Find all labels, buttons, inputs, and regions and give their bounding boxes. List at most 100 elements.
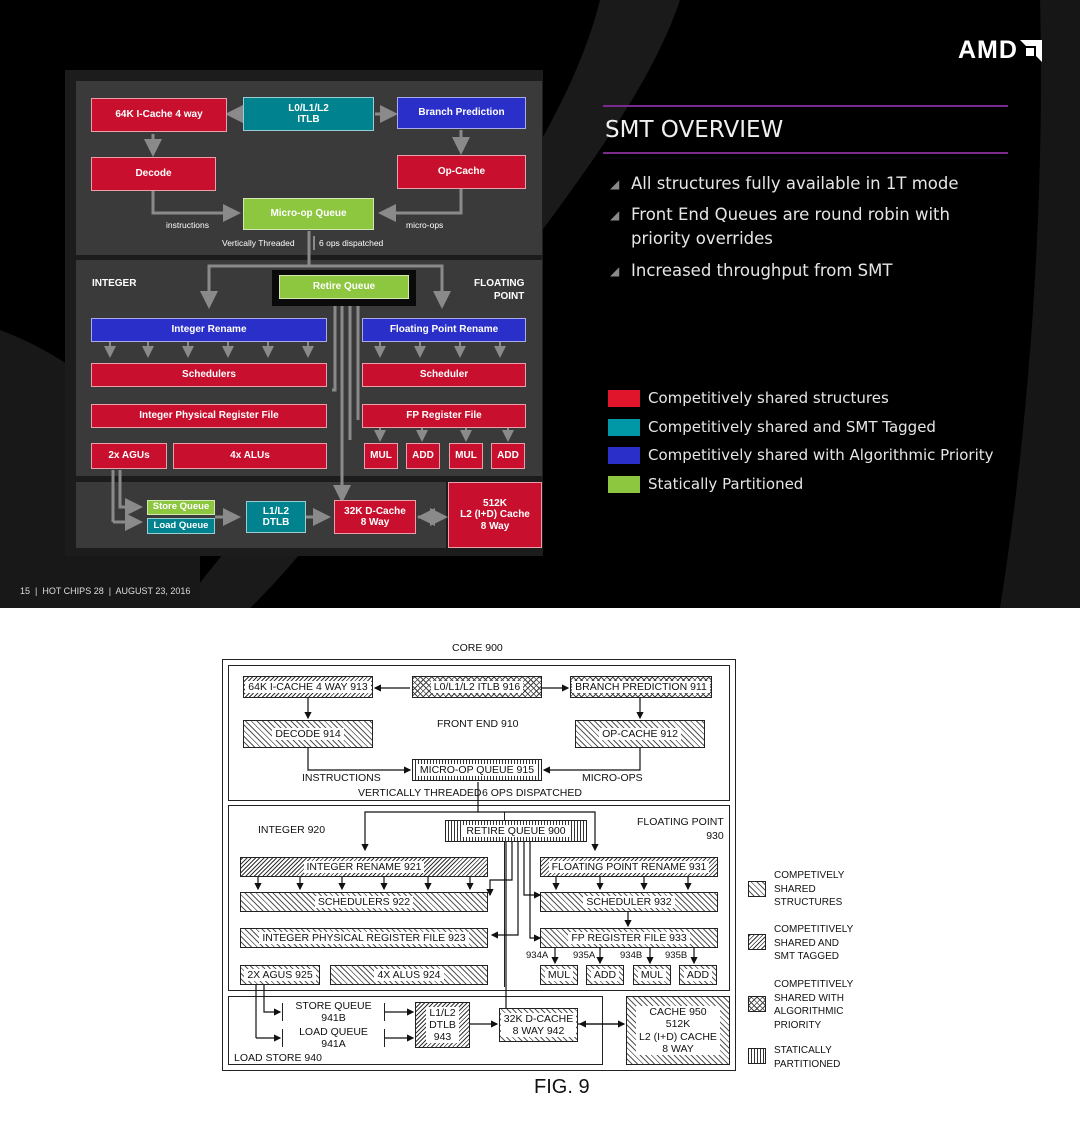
patent-exec-divider: [504, 812, 505, 987]
patent-legend-swatch-hatch: [748, 881, 766, 897]
slide-microops-label: micro-ops: [406, 220, 444, 230]
legend-swatch-teal: [608, 418, 640, 436]
patent-dtlb-block: L1/L2 DTLB 943: [415, 1002, 470, 1048]
patent-exec-frame: [228, 805, 730, 991]
slide-agus-block: 2x AGUs: [91, 443, 167, 469]
legend-swatch-red: [608, 389, 640, 407]
slide-ops-dispatched-label: 6 ops dispatched: [319, 238, 384, 248]
patent-retire-block: RETIRE QUEUE 900: [445, 820, 587, 842]
patent-add2-block: ADD: [679, 965, 717, 985]
legend-swatch-green: [608, 475, 640, 493]
slide-connectors: [104, 105, 514, 531]
slide-footer: 15 | HOT CHIPS 28 | AUGUST 23, 2016: [20, 586, 191, 596]
bullet-item: ◢All structures fully available in 1T mo…: [610, 172, 1010, 196]
amd-logo-text: AMD: [958, 36, 1018, 64]
patent-legend-text: COMPETITIVELY SHARED WITH ALGORITHMIC PR…: [774, 979, 854, 1031]
patent-vthreaded-label: VERTICALLY THREADED: [358, 787, 482, 799]
patent-load-store-label: LOAD STORE 940: [234, 1052, 322, 1064]
slide-scheduler-block: Scheduler: [362, 363, 526, 387]
bullet-triangle-icon: ◢: [610, 264, 620, 278]
legend-swatch-blue: [608, 446, 640, 464]
slide-fp-rf-block: FP Register File: [362, 404, 526, 428]
title-bottom-rule: [603, 152, 1008, 154]
patent-store-queue-block: STORE QUEUE 941B: [282, 999, 385, 1025]
slide-int-prf-block: Integer Physical Register File: [91, 404, 327, 428]
slide-dcache-block: 32K D-Cache 8 Way: [334, 500, 416, 534]
patent-front-end-label: FRONT END 910: [437, 718, 519, 730]
slide-itlb-block: L0/L1/L2 ITLB: [243, 97, 374, 131]
patent-alus-block: 4X ALUS 924: [330, 965, 488, 985]
bullet-triangle-icon: ◢: [610, 208, 620, 222]
patent-ops-dispatched-label: 6 OPS DISPATCHED: [482, 787, 582, 799]
slide-mul2-block: MUL: [449, 443, 483, 469]
patent-load-store-frame: [228, 996, 603, 1065]
patent-934b-label: 934B: [620, 950, 643, 961]
legend-row-blue: Competitively shared with Algorithmic Pr…: [608, 446, 994, 464]
amd-logo: AMD: [958, 36, 1042, 65]
patent-microops-label: MICRO-OPS: [582, 772, 643, 784]
patent-int-prf-block: INTEGER PHYSICAL REGISTER FILE 923: [240, 928, 488, 948]
patent-934a-label: 934A: [526, 950, 549, 961]
patent-front-end-frame: [228, 665, 730, 801]
slide-title: SMT OVERVIEW: [605, 117, 784, 143]
legend-row-red: Competitively shared structures: [608, 389, 889, 407]
patent-dcache-block: 32K D-CACHE 8 WAY 942: [499, 1008, 578, 1042]
slide-load-queue-block: Load Queue: [147, 518, 215, 534]
slide-add1-block: ADD: [406, 443, 440, 469]
patent-legend-text: COMPETITIVELY SHARED AND SMT TAGGED: [774, 924, 854, 962]
patent-legend-swatch-dense: [748, 934, 766, 950]
patent-core-frame: [222, 659, 736, 1071]
patent-floating-label: FLOATING POINT 930: [637, 816, 724, 842]
slide-mul1-block: MUL: [364, 443, 398, 469]
amd-arrow-icon: [1019, 39, 1042, 62]
slide-dispatch-divider: [313, 236, 315, 250]
slide-icache-block: 64K I-Cache 4 way: [91, 98, 227, 132]
patent-mul2-block: MUL: [633, 965, 671, 985]
patent-icache-block: 64K I-CACHE 4 WAY 913: [243, 676, 373, 698]
patent-branch-block: BRANCH PREDICTION 911: [570, 676, 712, 698]
slide-floating-label: FLOATING POINT: [474, 278, 525, 302]
slide-store-queue-block: Store Queue: [147, 500, 215, 515]
patent-instructions-label: INSTRUCTIONS: [302, 772, 381, 784]
patent-mul1-block: MUL: [540, 965, 578, 985]
patent-legend-text: STATICALLY PARTITIONED: [774, 1045, 841, 1070]
slide-vthreaded-label: Vertically Threaded: [222, 238, 295, 248]
slide-retire-block: Retire Queue: [279, 275, 409, 299]
patent-legend-swatch-vert: [748, 1048, 766, 1064]
slide-integer-label: INTEGER: [92, 278, 137, 289]
patent-agus-block: 2X AGUS 925: [240, 965, 320, 985]
slide-int-rename-block: Integer Rename: [91, 318, 327, 342]
slide-l2-block: 512K L2 (I+D) Cache 8 Way: [448, 482, 542, 548]
patent-add1-block: ADD: [586, 965, 624, 985]
slide-instructions-label: instructions: [166, 220, 209, 230]
slide-alus-block: 4x ALUs: [173, 443, 327, 469]
patent-scheduler-block: SCHEDULER 932: [540, 892, 718, 912]
patent-schedulers-block: SCHEDULERS 922: [240, 892, 488, 912]
slide-dtlb-block: L1/L2 DTLB: [246, 501, 306, 533]
patent-legend-swatch-cross: [748, 996, 766, 1012]
patent-opcache-block: OP-CACHE 912: [575, 720, 705, 748]
patent-microop-block: MICRO-OP QUEUE 915: [412, 759, 542, 781]
bullet-triangle-icon: ◢: [610, 177, 620, 191]
patent-int-rename-block: INTEGER RENAME 921: [240, 857, 488, 877]
patent-fp-rename-block: FLOATING POINT RENAME 931: [540, 857, 718, 877]
bullet-item: ◢Increased throughput from SMT: [610, 259, 1010, 283]
patent-core-title: CORE 900: [452, 642, 503, 654]
patent-cache-block: CACHE 950 512K L2 (I+D) CACHE 8 WAY: [626, 996, 730, 1065]
patent-decode-block: DECODE 914: [243, 720, 373, 748]
bullet-item: ◢Front End Queues are round robin with p…: [610, 205, 950, 248]
patent-935a-label: 935A: [573, 950, 596, 961]
title-top-rule: [603, 105, 1008, 107]
slide-branch-block: Branch Prediction: [397, 97, 526, 129]
patent-itlb-block: L0/L1/L2 ITLB 916: [412, 676, 542, 698]
amd-slide: AMD: [0, 0, 1080, 608]
legend-row-green: Statically Partitioned: [608, 475, 803, 493]
patent-fp-rf-block: FP REGISTER FILE 933: [540, 928, 718, 948]
patent-935b-label: 935B: [665, 950, 688, 961]
slide-schedulers-block: Schedulers: [91, 363, 327, 387]
slide-fp-rename-block: Floating Point Rename: [362, 318, 526, 342]
slide-opcache-block: Op-Cache: [397, 155, 526, 189]
slide-add2-block: ADD: [491, 443, 525, 469]
patent-integer-label: INTEGER 920: [258, 824, 326, 836]
